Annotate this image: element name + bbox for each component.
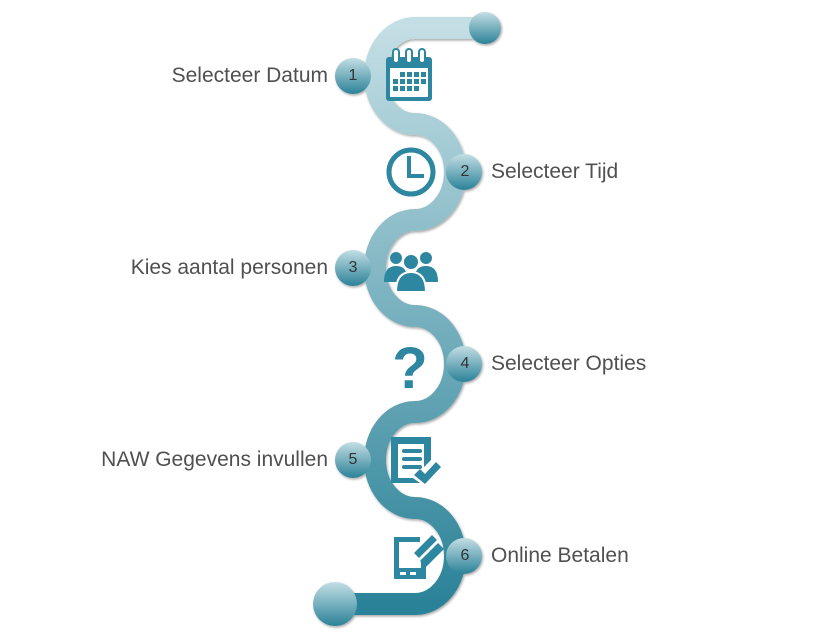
step-label-5: NAW Gegevens invullen bbox=[101, 448, 328, 471]
step-label-6: Online Betalen bbox=[491, 544, 629, 567]
question-icon: ? bbox=[392, 336, 427, 401]
step-number-4: 4 bbox=[460, 355, 470, 372]
step-label-2: Selecteer Tijd bbox=[491, 160, 619, 183]
step-number-2: 2 bbox=[460, 163, 470, 180]
step-bump-2 bbox=[446, 154, 482, 190]
step-label-4: Selecteer Opties bbox=[491, 352, 647, 375]
start-dot bbox=[469, 12, 501, 44]
step-bump-5 bbox=[335, 442, 371, 478]
step-label-3: Kies aantal personen bbox=[130, 256, 328, 279]
people-icon bbox=[384, 252, 438, 293]
step-number-3: 3 bbox=[348, 259, 358, 276]
step-bump-1 bbox=[335, 58, 371, 94]
calendar-icon bbox=[386, 48, 432, 101]
form-check-icon bbox=[391, 437, 441, 484]
step-number-1: 1 bbox=[348, 67, 358, 84]
step-label-1: Selecteer Datum bbox=[171, 64, 328, 87]
step-bump-4 bbox=[446, 346, 482, 382]
step-number-5: 5 bbox=[348, 451, 358, 468]
step-number-6: 6 bbox=[460, 547, 470, 564]
tablet-pen-icon bbox=[394, 535, 444, 579]
step-bump-6 bbox=[446, 538, 482, 574]
svg-text:?: ? bbox=[392, 336, 427, 401]
clock-icon bbox=[386, 147, 436, 197]
end-dot bbox=[313, 582, 357, 626]
step-bump-3 bbox=[335, 250, 371, 286]
